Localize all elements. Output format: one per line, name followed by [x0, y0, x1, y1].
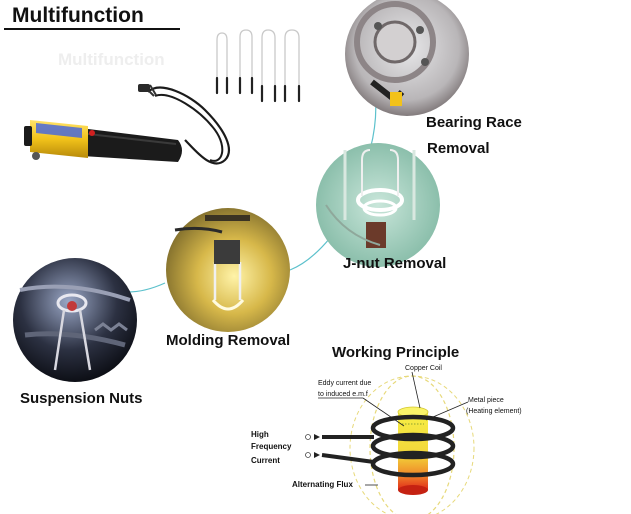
- label-eddy-line2: to induced e.m.f: [318, 391, 368, 398]
- working-principle-diagram: [305, 371, 475, 514]
- label-metal-piece: Metal piece: [468, 397, 504, 404]
- label-suspension-nuts: Suspension Nuts: [20, 390, 143, 407]
- label-frequency: Frequency: [251, 442, 292, 451]
- page-title: Multifunction: [12, 4, 144, 27]
- bearing-race-image: [345, 0, 469, 116]
- title-underline: [4, 28, 180, 30]
- label-eddy-line1: Eddy current due: [318, 380, 372, 387]
- label-alternating-flux: Alternating Flux: [292, 480, 353, 489]
- molding-image: [166, 208, 290, 332]
- label-copper-coil: Copper Coil: [405, 365, 442, 372]
- label-molding-removal: Molding Removal: [166, 332, 291, 349]
- jnut-image: [316, 143, 440, 267]
- coil-set: [215, 29, 301, 103]
- label-jnut-removal: J-nut Removal: [343, 255, 447, 272]
- label-current: Current: [251, 456, 280, 465]
- label-bearing-race: Bearing Race: [426, 114, 522, 131]
- induction-heater-tool: [24, 84, 230, 165]
- suspension-image: [13, 258, 137, 382]
- label-bearing-removal: Removal: [427, 140, 490, 157]
- watermark-title: Multifunction: [58, 50, 165, 69]
- working-principle-title: Working Principle: [332, 344, 460, 361]
- label-heating-element: (Heating element): [466, 408, 522, 415]
- label-high: High: [251, 430, 269, 439]
